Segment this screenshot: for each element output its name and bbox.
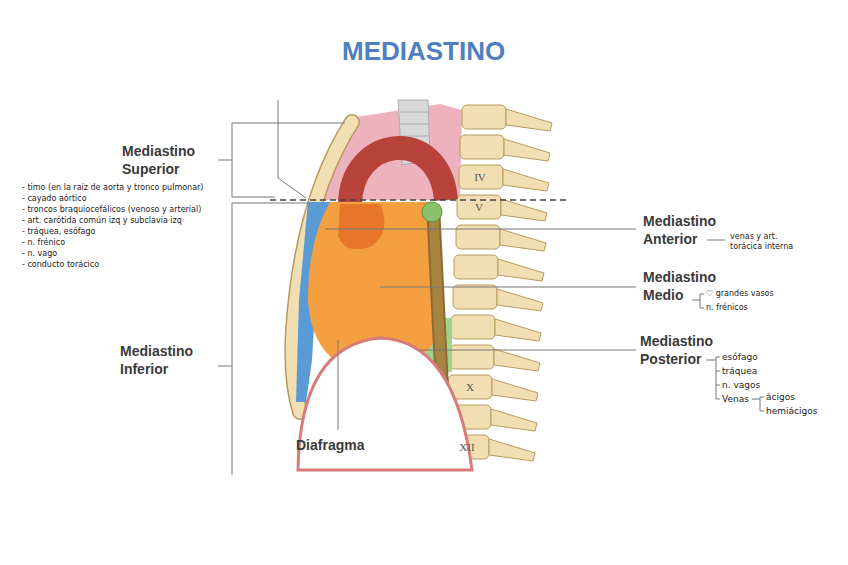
handwritten-note: ácigos [766,392,836,403]
vertebra [451,315,495,339]
vertebra [453,285,497,309]
great-vessels-root [338,204,385,249]
trachea-section [422,202,442,222]
leader-line [278,100,306,198]
structure-label: Diafragma [296,436,396,454]
handwritten-note: - troncos braquiocefálicos (venoso y art… [22,205,227,215]
leader-line [380,287,636,288]
region-label: Mediastino Posterior [640,332,735,368]
superior-bracket [218,123,345,197]
brace [692,294,704,308]
handwritten-note: - n. vago [22,249,227,259]
handwritten-note: hemiácigos [766,406,836,417]
vertebra [459,165,503,189]
region-label: Mediastino Superior [122,142,217,178]
region-label: Mediastino Anterior [643,212,738,248]
vertebra [454,255,498,279]
aortic-arch [350,148,446,205]
vertebra [462,105,506,129]
handwritten-note: - cayado aórtico [22,194,227,204]
spinous-process [492,379,538,401]
spinous-process [491,409,537,431]
dash [707,240,725,241]
brace [706,357,720,399]
division-line [270,199,566,201]
vertebra [450,345,494,369]
vertebra [460,135,504,159]
inferior-bracket [218,203,310,475]
leader-line [325,229,636,230]
vertebra-number: V [475,201,483,213]
handwritten-note: - tráquea, esófago [22,227,227,237]
vertebra [457,195,501,219]
handwritten-note: n. frénicos [706,303,816,313]
vertebra-number: X [466,381,474,393]
handwritten-note: Venas [722,394,750,405]
leader-line [420,350,636,351]
spinous-process [494,349,540,371]
handwritten-note: tráquea [722,366,822,377]
spinous-process [498,259,544,281]
leader-line [338,340,339,430]
spinous-process [495,319,541,341]
handwritten-note: - n. frénico [22,238,227,248]
region-label: Mediastino Inferior [120,342,215,378]
brace [752,397,764,411]
spinous-process [501,199,547,221]
spinous-process [503,169,549,191]
handwritten-note: n. vagos [722,380,822,391]
handwritten-note: venas y art. torácica interna [730,232,810,252]
spinous-process [497,289,543,311]
handwritten-note: ♡ grandes vasos [706,289,816,299]
spinous-process [504,139,550,161]
handwritten-note: - conducto torácico [22,260,227,270]
region-label: Mediastino Medio [643,268,738,304]
diagram-title: MEDIASTINO [342,36,505,67]
spinous-process [506,109,552,131]
handwritten-note: - art. carótida común izq y subclavia iz… [22,216,227,226]
vertebra-number: IV [474,171,486,183]
handwritten-note: esófago [722,352,822,363]
spinous-process [500,229,546,251]
vertebra-number: XII [459,441,474,453]
handwritten-note: - timo (en la raíz de aorta y tronco pul… [22,183,227,193]
spinous-process [489,439,535,461]
